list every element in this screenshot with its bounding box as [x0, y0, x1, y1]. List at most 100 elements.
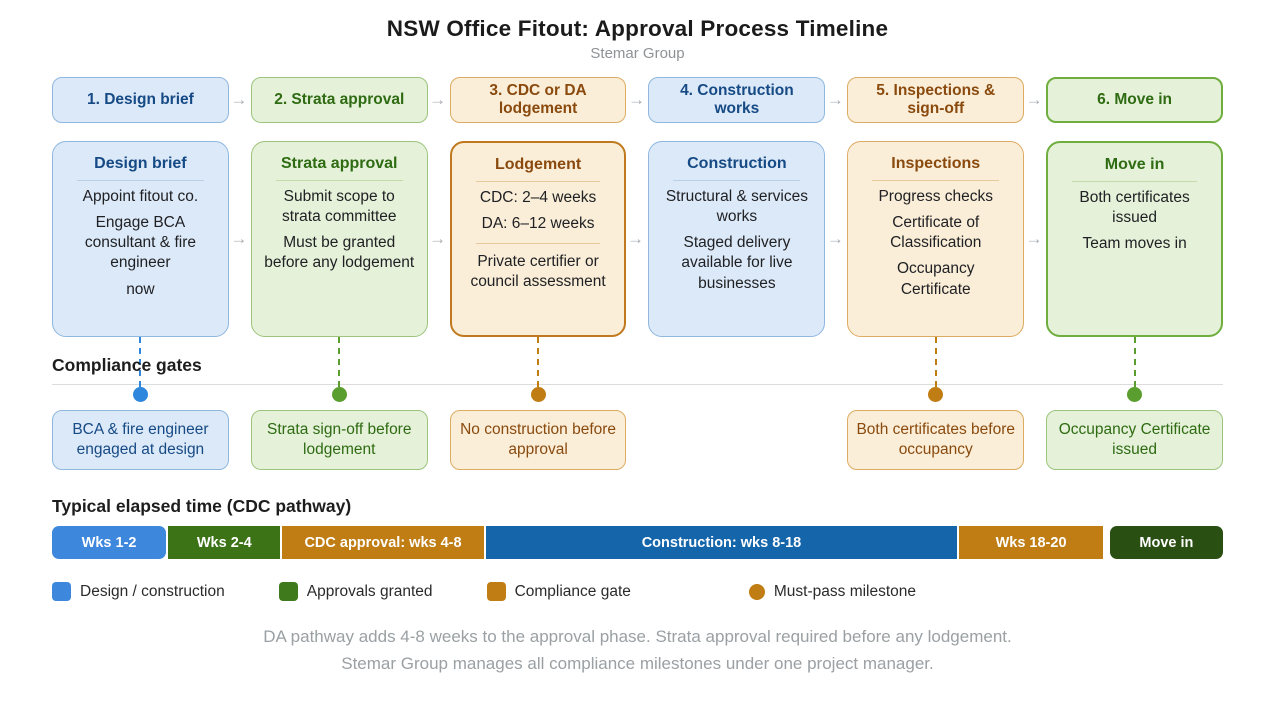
card-text: Appoint fitout co. — [82, 188, 199, 205]
card-construction: Construction Structural & services works… — [648, 141, 844, 337]
phase-chip-strata-approval: 2. Strata approval → — [250, 77, 446, 123]
elapsed-time-bar: Wks 1-2 Wks 2-4 CDC approval: wks 4-8 Co… — [52, 526, 1224, 559]
arrow-right-icon: → — [826, 229, 844, 248]
bar-segment-wks-18-20: Wks 18-20 — [959, 526, 1103, 559]
divider — [77, 180, 204, 181]
bar-segment-wks-1-2: Wks 1-2 — [52, 526, 167, 559]
card-text: Submit scope to strata committee — [281, 188, 397, 226]
phase-cards-row: Design brief Appoint fitout co. Engage B… — [52, 141, 1223, 337]
legend-label: Compliance gate — [514, 582, 631, 600]
dashed-connector — [1133, 337, 1136, 387]
card-design-brief: Design brief Appoint fitout co. Engage B… — [52, 141, 247, 337]
bar-segment-cdc-approval: CDC approval: wks 4-8 — [282, 526, 484, 559]
arrow-right-icon: → — [826, 90, 844, 110]
card-text: CDC: 2–4 weeks — [479, 189, 597, 206]
card-text: Engage BCA consultant & fire engineer — [84, 214, 196, 272]
divider — [475, 181, 601, 182]
phase-chip-construction: 4. Construction works → — [648, 77, 844, 123]
legend-item-approvals-granted: Approvals granted — [278, 582, 433, 601]
gate-strata-signoff: Strata sign-off before lodgement — [250, 337, 428, 470]
legend-item-compliance-gate: Compliance gate — [486, 582, 631, 601]
card-move-in: Move in Both certificates issued Team mo… — [1046, 141, 1223, 337]
divider — [1072, 181, 1197, 182]
orange-circle-swatch — [748, 583, 765, 600]
gates-row: BCA & fire engineer engaged at design St… — [52, 337, 1223, 470]
card-title: Design brief — [94, 155, 187, 172]
footer-line-2: Stemar Group manages all compliance mile… — [341, 654, 934, 674]
milestone-dot — [530, 387, 546, 402]
card-text: Progress checks — [878, 188, 994, 205]
gate-empty-cell — [648, 337, 825, 470]
arrow-right-icon: → — [230, 90, 248, 110]
card-text: DA: 6–12 weeks — [481, 215, 595, 233]
legend-label: Design / construction — [80, 582, 225, 600]
card-inspections: Inspections Progress checks Certificate … — [847, 141, 1043, 337]
gate-label: BCA & fire engineer engaged at design — [52, 410, 229, 470]
card-text: Team moves in — [1082, 235, 1187, 253]
arrow-right-icon: → — [627, 90, 645, 110]
gate-label: No construction before approval — [449, 410, 627, 470]
horizontal-rule — [52, 384, 1223, 385]
page-title: NSW Office Fitout: Approval Process Time… — [386, 16, 889, 41]
phase-chip-label: 3. CDC or DA lodgement — [489, 82, 587, 117]
elapsed-time-heading: Typical elapsed time (CDC pathway) — [52, 496, 352, 516]
phase-chips-row: 1. Design brief → 2. Strata approval → 3… — [52, 77, 1223, 123]
milestone-dot — [928, 387, 944, 402]
divider — [872, 180, 1000, 181]
dashed-connector — [139, 337, 142, 387]
phase-chip-lodgement: 3. CDC or DA lodgement → — [449, 77, 645, 123]
phase-chip-inspections: 5. Inspections & sign-off → — [847, 77, 1043, 123]
phase-chip-label: 5. Inspections & sign-off — [876, 82, 996, 117]
divider — [275, 180, 403, 181]
compliance-gates-heading: Compliance gates — [52, 355, 202, 375]
milestone-dot — [1127, 387, 1143, 402]
divider — [475, 243, 601, 245]
arrow-right-icon: → — [1025, 229, 1043, 248]
legend-item-design-construction: Design / construction — [52, 582, 225, 601]
phase-chip-label: 1. Design brief — [87, 91, 194, 109]
bar-segment-construction: Construction: wks 8-18 — [485, 526, 958, 559]
card-text: Staged delivery available for live busin… — [681, 234, 793, 292]
card-title: Lodgement — [494, 156, 582, 173]
gate-occupancy-certificate: Occupancy Certificate issued — [1046, 337, 1223, 470]
orange-square-swatch — [486, 582, 506, 601]
card-text: Certificate of Classification — [890, 214, 982, 252]
milestone-dot — [132, 387, 148, 402]
phase-chip-label: 2. Strata approval — [274, 91, 405, 109]
dashed-connector — [338, 337, 341, 387]
card-text: Private certifier or council assessment — [470, 253, 606, 291]
arrow-right-icon: → — [1025, 90, 1043, 110]
card-text: Both certificates issued — [1079, 189, 1190, 227]
dashed-connector — [934, 337, 937, 387]
arrow-right-icon: → — [429, 229, 447, 248]
card-strata-approval: Strata approval Submit scope to strata c… — [250, 141, 446, 337]
arrow-right-icon: → — [230, 229, 248, 248]
card-text: now — [126, 280, 155, 298]
green-square-swatch — [278, 582, 298, 601]
compliance-gates-section: Compliance gates BCA & fire engineer eng… — [52, 337, 1223, 470]
card-lodgement: Lodgement CDC: 2–4 weeks DA: 6–12 weeks … — [449, 141, 644, 337]
legend-label: Approvals granted — [306, 582, 433, 600]
gate-label: Occupancy Certificate issued — [1046, 410, 1223, 470]
footer-notes: DA pathway adds 4-8 weeks to the approva… — [52, 623, 1223, 677]
gate-label: Strata sign-off before lodgement — [250, 410, 428, 470]
legend-label: Must-pass milestone — [773, 582, 917, 600]
card-title: Inspections — [891, 155, 981, 172]
page-subtitle: Stemar Group — [590, 45, 685, 62]
arrow-right-icon: → — [626, 229, 644, 248]
bar-segment-move-in: Move in — [1109, 526, 1224, 559]
legend-item-must-pass-milestone: Must-pass milestone — [748, 582, 917, 601]
blue-square-swatch — [52, 582, 71, 601]
footer-line-1: DA pathway adds 4-8 weeks to the approva… — [263, 627, 1012, 646]
card-text: Must be granted before any lodgement — [264, 234, 415, 272]
card-title: Move in — [1104, 156, 1165, 173]
arrow-right-icon: → — [429, 90, 447, 110]
phase-chip-move-in: 6. Move in — [1046, 77, 1223, 123]
card-title: Construction — [687, 155, 787, 172]
gate-label: Both certificates before occupancy — [847, 410, 1025, 470]
legend: Design / construction Approvals granted … — [52, 582, 1223, 601]
phase-chip-label: 6. Move in — [1097, 91, 1173, 109]
card-text: Structural & services works — [665, 188, 808, 226]
phase-chip-label: 4. Construction works — [680, 82, 794, 117]
